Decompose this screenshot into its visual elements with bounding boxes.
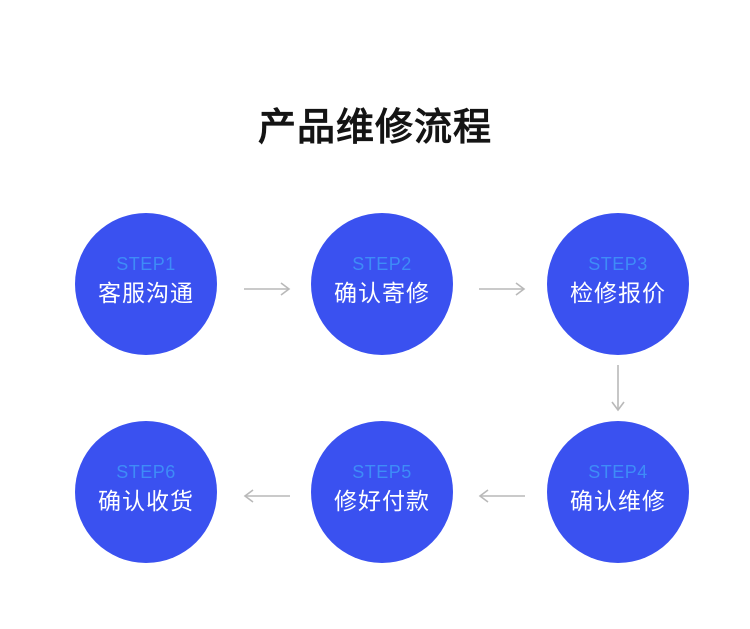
step-5-circle: STEP5 修好付款 (311, 421, 453, 563)
step-2-circle: STEP2 确认寄修 (311, 213, 453, 355)
page-title: 产品维修流程 (257, 105, 492, 149)
step-1-name: 客服沟通 (98, 281, 194, 307)
step-3-name: 检修报价 (570, 281, 666, 307)
arrow-left-icon (243, 489, 290, 503)
step-1-circle: STEP1 客服沟通 (75, 213, 217, 355)
arrow-right-icon (244, 282, 291, 296)
arrow-right-icon (479, 282, 526, 296)
step-5-name: 修好付款 (334, 489, 430, 515)
step-2-label: STEP2 (352, 254, 412, 274)
step-1-label: STEP1 (116, 254, 176, 274)
step-5-label: STEP5 (352, 462, 412, 482)
arrow-down-icon (611, 365, 625, 412)
step-6-circle: STEP6 确认收货 (75, 421, 217, 563)
step-2-name: 确认寄修 (334, 281, 430, 307)
step-6-name: 确认收货 (98, 489, 194, 515)
step-3-label: STEP3 (588, 254, 648, 274)
step-6-label: STEP6 (116, 462, 176, 482)
step-4-label: STEP4 (588, 462, 648, 482)
arrow-left-icon (478, 489, 525, 503)
step-3-circle: STEP3 检修报价 (547, 213, 689, 355)
step-4-circle: STEP4 确认维修 (547, 421, 689, 563)
step-4-name: 确认维修 (570, 489, 666, 515)
